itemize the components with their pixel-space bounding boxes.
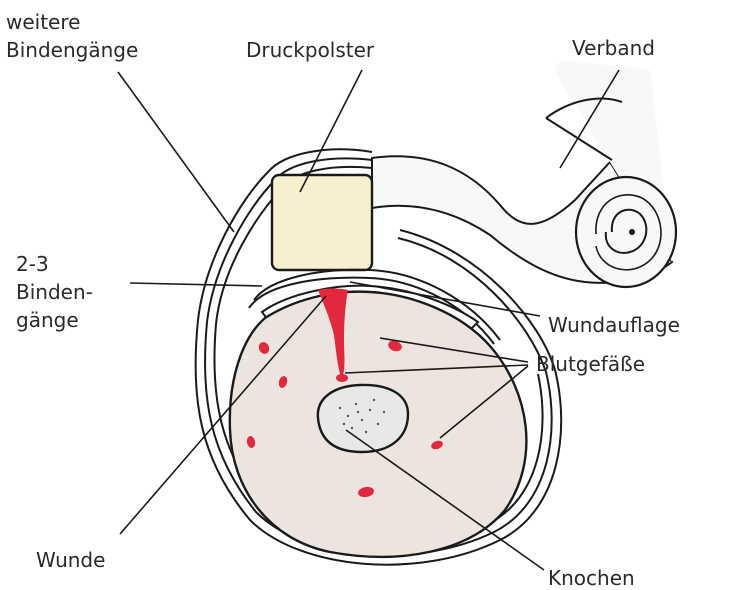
- label-verband: Verband: [572, 36, 655, 60]
- label-knochen: Knochen: [548, 566, 635, 590]
- label-gaenge-line1: 2-3: [16, 252, 49, 276]
- label-gaenge-line3: gänge: [16, 308, 79, 332]
- label-wundauflage: Wundauflage: [548, 313, 680, 337]
- label-weitere-bindengaenge-line1: weitere: [6, 10, 80, 34]
- label-weitere-bindengaenge-line2: Bindengänge: [6, 38, 138, 62]
- label-druckpolster: Druckpolster: [246, 38, 374, 62]
- pressure-pad: [272, 175, 372, 270]
- label-gaenge-line2: Binden-: [16, 280, 93, 304]
- label-wunde: Wunde: [36, 548, 105, 572]
- label-blutgefaesse: Blutgefäße: [536, 352, 645, 376]
